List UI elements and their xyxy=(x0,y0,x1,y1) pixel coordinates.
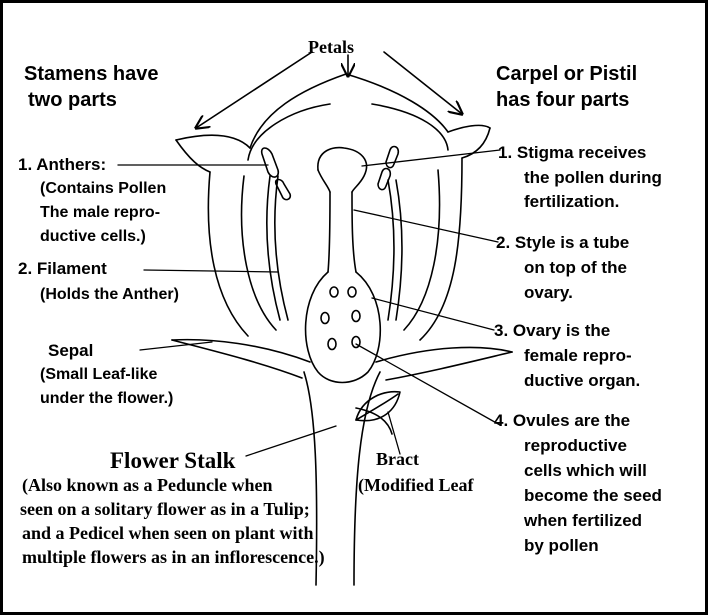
ovary-desc-line2: ductive organ. xyxy=(524,371,641,390)
style-desc-line1: on top of the xyxy=(524,258,627,277)
ovules xyxy=(320,286,361,351)
bract-label: Bract xyxy=(376,449,419,469)
sepal-desc-line1: (Small Leaf-like xyxy=(40,366,158,383)
sepal-label: Sepal xyxy=(48,341,94,360)
flower-stalk-desc-line1: (Also known as a Peduncle when xyxy=(22,475,273,495)
style-label: 2. Style is a tube xyxy=(496,233,630,252)
filament-desc: (Holds the Anther) xyxy=(40,286,179,303)
anthers-desc-line1: (Contains Pollen xyxy=(40,180,167,197)
ovules-desc-line5: by pollen xyxy=(524,536,599,555)
leader-lines xyxy=(117,149,501,457)
anthers-desc-line3: ductive cells.) xyxy=(40,228,146,245)
petals-label: Petals xyxy=(308,37,354,57)
filaments xyxy=(266,175,403,321)
ovules-desc-line4: when fertilized xyxy=(524,511,643,530)
stigma-label: 1. Stigma receives xyxy=(498,143,647,162)
corolla xyxy=(175,73,491,341)
flower-stalk-desc-line3: and a Pedicel when seen on plant with xyxy=(22,523,314,543)
anthers-label: 1. Anthers: xyxy=(18,155,107,174)
bract-desc: (Modified Leaf xyxy=(358,475,474,495)
anthers-desc-line2: The male repro- xyxy=(40,204,161,221)
pistil xyxy=(304,146,382,384)
carpel-heading-line1: Carpel or Pistil xyxy=(496,63,638,85)
stamens-heading-line2: two parts xyxy=(28,89,117,111)
flower-stalk-title: Flower Stalk xyxy=(110,448,236,473)
bract-leaf xyxy=(355,390,401,435)
stigma-desc-line2: fertilization. xyxy=(524,192,620,211)
ovules-desc-line2: cells which will xyxy=(524,461,647,480)
ovules-desc-line1: reproductive xyxy=(524,436,627,455)
carpel-heading-line2: has four parts xyxy=(496,89,630,111)
stamens-heading-line1: Stamens have xyxy=(24,63,159,85)
sepals xyxy=(171,338,513,381)
filament-label: 2. Filament xyxy=(18,259,107,278)
ovules-label: 4. Ovules are the xyxy=(494,411,631,430)
petal-arrows xyxy=(196,51,462,128)
ovary-label: 3. Ovary is the xyxy=(494,321,611,340)
style-desc-line2: ovary. xyxy=(524,283,573,302)
stalk xyxy=(303,371,381,586)
ovary-desc-line1: female repro- xyxy=(524,346,632,365)
anthers xyxy=(260,145,400,201)
flower-stalk-desc-line2: seen on a solitary flower as in a Tulip; xyxy=(20,499,310,519)
ovules-desc-line3: become the seed xyxy=(524,486,662,505)
sepal-desc-line2: under the flower.) xyxy=(40,390,174,407)
flower-stalk-desc-line4: multiple flowers as in an inflorescence.… xyxy=(22,547,325,567)
stigma-desc-line1: the pollen during xyxy=(524,168,662,187)
